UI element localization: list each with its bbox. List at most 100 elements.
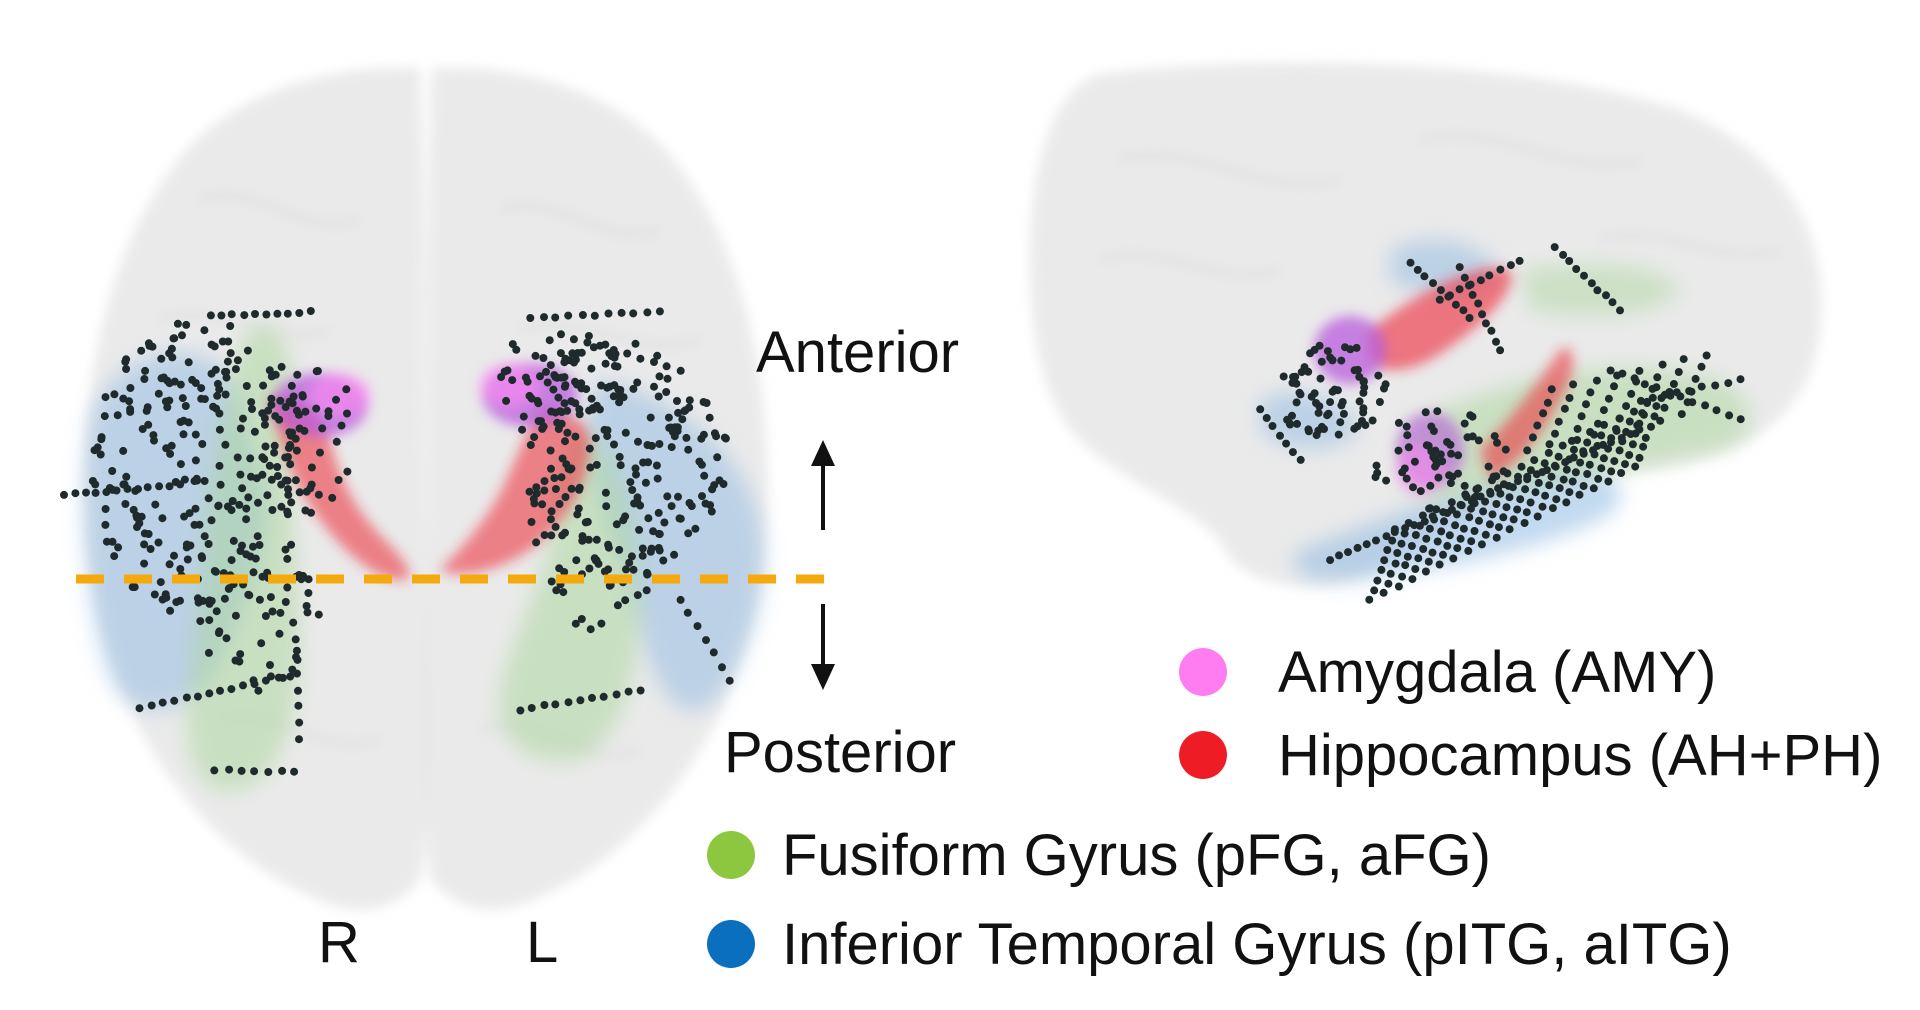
- posterior-label: Posterior: [724, 720, 957, 785]
- electrode-contact: [260, 455, 269, 464]
- electrode-contact: [1394, 446, 1403, 455]
- electrode-contact: [163, 403, 172, 412]
- electrode-contact: [214, 501, 223, 510]
- electrode-contact: [576, 696, 585, 705]
- electrode-contact: [1545, 481, 1554, 490]
- electrode-contact: [1435, 560, 1444, 569]
- electrode-contact: [133, 523, 141, 532]
- electrode-contact: [1552, 495, 1561, 504]
- electrode-contact: [1403, 552, 1412, 561]
- electrode-contact: [1615, 414, 1624, 423]
- electrode-contact: [1438, 457, 1447, 466]
- electrode-contact: [1468, 290, 1477, 299]
- electrode-contact: [674, 492, 682, 501]
- electrode-contact: [1577, 412, 1586, 421]
- electrode-contact: [650, 382, 658, 391]
- electrode-contact: [1365, 595, 1374, 604]
- electrode-contact: [247, 472, 255, 481]
- electrode-contact: [312, 404, 321, 413]
- electrode-contact: [1643, 397, 1651, 406]
- electrode-contact: [560, 399, 569, 408]
- electrode-contact: [646, 413, 655, 422]
- electrode-contact: [1415, 521, 1424, 530]
- electrode-contact: [1538, 502, 1547, 511]
- legend-amygdala-dot: [1179, 648, 1227, 696]
- electrode-contact: [643, 441, 652, 449]
- electrode-contact: [165, 560, 174, 569]
- electrode-contact: [249, 568, 258, 577]
- electrode-contact: [1427, 447, 1436, 456]
- electrode-contact: [660, 518, 669, 527]
- electrode-contact: [555, 500, 564, 508]
- electrode-contact: [557, 408, 566, 417]
- electrode-contact: [264, 406, 273, 415]
- electrode-contact: [571, 619, 580, 628]
- electrode-contact: [1439, 550, 1447, 559]
- electrode-contact: [1503, 469, 1512, 478]
- electrode-contact: [557, 330, 565, 339]
- electrode-contact: [277, 502, 286, 511]
- electrode-contact: [1328, 356, 1337, 365]
- electrode-contact: [632, 470, 640, 479]
- electrode-contact: [673, 397, 681, 405]
- electrode-contact: [1701, 401, 1710, 410]
- electrode-contact: [302, 602, 311, 610]
- electrode-contact: [276, 608, 285, 617]
- electrode-contact: [655, 307, 664, 316]
- electrode-contact: [1355, 397, 1364, 406]
- electrode-contact: [289, 392, 298, 401]
- electrode-contact: [1304, 425, 1313, 434]
- electrode-contact: [274, 673, 283, 682]
- electrode-contact: [676, 595, 685, 604]
- electrode-contact: [301, 407, 310, 416]
- electrode-contact: [1618, 437, 1627, 446]
- electrode-contact: [571, 399, 580, 408]
- electrode-contact: [158, 698, 167, 707]
- electrode-contact: [638, 544, 647, 553]
- electrode-contact: [663, 374, 672, 383]
- electrode-contact: [265, 461, 274, 470]
- electrode-contact: [270, 441, 279, 450]
- electrode-contact: [1658, 360, 1667, 369]
- electrode-contact: [1545, 440, 1554, 449]
- electrode-contact: [1381, 380, 1390, 389]
- electrode-contact: [162, 444, 171, 453]
- electrode-contact: [242, 515, 251, 524]
- electrode-contact: [1428, 548, 1437, 557]
- electrode-contact: [332, 437, 341, 446]
- electrode-contact: [173, 319, 182, 328]
- electrode-contact: [289, 618, 298, 627]
- electrode-contact: [205, 616, 214, 625]
- right-hemisphere-label: R: [318, 910, 360, 975]
- electrode-contact: [539, 422, 548, 431]
- electrode-contact: [1404, 519, 1413, 527]
- electrode-contact: [1607, 467, 1616, 476]
- electrode-contact: [1635, 366, 1644, 375]
- electrode-contact: [1622, 402, 1631, 411]
- electrode-contact: [707, 507, 716, 516]
- electrode-contact: [1712, 406, 1721, 415]
- electrode-contact: [586, 463, 595, 472]
- electrode-contact: [575, 410, 584, 419]
- electrode-contact: [119, 446, 128, 455]
- electrode-contact: [609, 346, 618, 354]
- electrode-contact: [1459, 306, 1468, 315]
- electrode-contact: [1279, 372, 1288, 381]
- electrode-contact: [1547, 472, 1556, 481]
- electrode-contact: [519, 412, 528, 421]
- electrode-contact: [221, 440, 230, 449]
- electrode-contact: [114, 543, 123, 552]
- electrode-contact: [1374, 371, 1383, 380]
- electrode-contact: [1547, 385, 1556, 394]
- electrode-contact: [552, 586, 561, 595]
- electrode-contact: [251, 554, 260, 563]
- electrode-contact: [1432, 505, 1441, 514]
- electrode-contact: [599, 692, 608, 701]
- electrode-contact: [1606, 366, 1615, 375]
- electrode-contact: [1736, 375, 1745, 384]
- electrode-contact: [137, 346, 146, 355]
- electrode-contact: [1437, 527, 1446, 536]
- legend-fusiform-label: Fusiform Gyrus (pFG, aFG): [782, 823, 1491, 888]
- electrode-contact: [1393, 549, 1402, 557]
- electrode-contact: [591, 434, 600, 443]
